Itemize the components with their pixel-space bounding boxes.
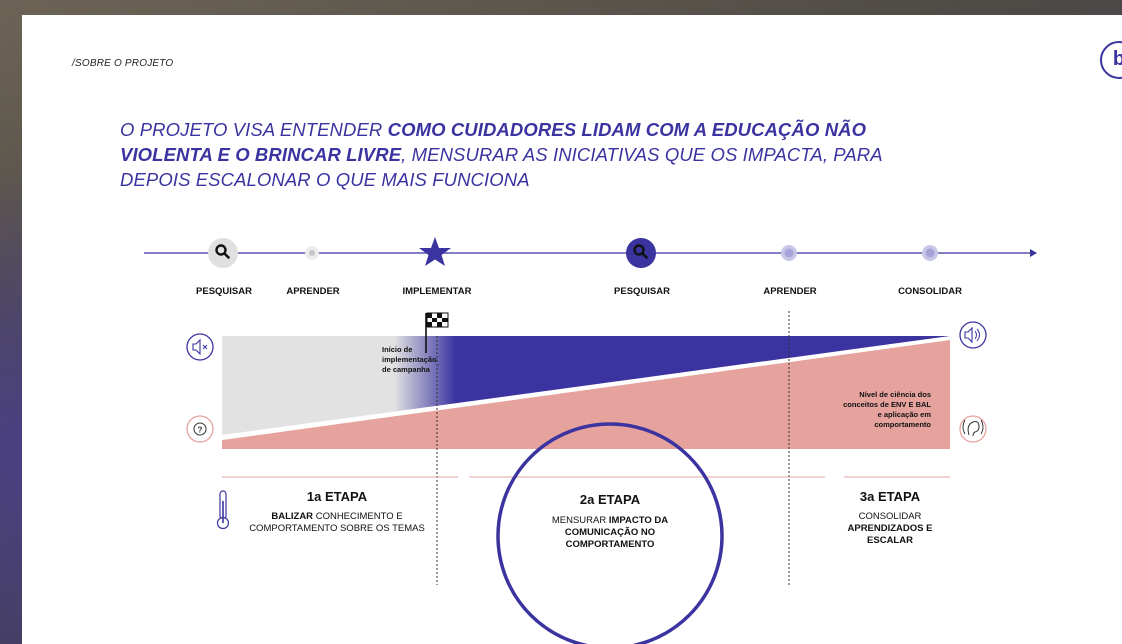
stage-description: BALIZAR CONHECIMENTO E COMPORTAMENTO SOB… — [242, 511, 432, 535]
loud-speaker-icon — [959, 321, 987, 349]
headline-bold: COMO CUIDADORES LIDAM COM A EDUCAÇÃO NÃO… — [120, 119, 867, 165]
campaign-note-line: Início de — [382, 345, 412, 354]
step-marker-aprender-1 — [305, 246, 319, 260]
science-note-line: e aplicação em — [878, 410, 932, 419]
stage-description-text: CONHECIMENTO E COMPORTAMENTO SOBRE OS TE… — [249, 511, 425, 534]
headline-part1: O PROJETO VISA ENTENDER — [120, 119, 388, 140]
star-icon — [419, 237, 451, 266]
band-divider — [222, 336, 950, 440]
search-icon — [633, 244, 648, 259]
stage-description-bold: APRENDIZADOS E ESCALAR — [847, 523, 933, 546]
slide: /SOBRE O PROJETO b O PROJETO VISA ENTEND… — [22, 15, 1122, 644]
ear-icon — [959, 415, 987, 443]
stage-title: 3a ETAPA — [859, 489, 921, 504]
search-icon — [215, 244, 230, 259]
thermometer-icon — [216, 490, 230, 530]
timeline-arrow — [1030, 249, 1037, 257]
checkered-flag-icon — [425, 312, 449, 353]
mute-speaker-icon — [186, 333, 214, 361]
step-label: APRENDER — [286, 286, 339, 297]
science-note-line: conceitos de ENV E BAL — [843, 400, 931, 409]
stage-description-bold: BALIZAR — [271, 511, 314, 522]
step-label: CONSOLIDAR — [898, 286, 962, 297]
stage-description: MENSURAR IMPACTO DA COMUNICAÇÃO NO COMPO… — [520, 515, 700, 551]
science-note-line: Nível de ciência dos — [859, 390, 931, 399]
question-ear-icon: ? — [186, 415, 214, 443]
stage-title: 2a ETAPA — [579, 492, 641, 507]
step-marker-pesquisar-2 — [626, 238, 656, 268]
stage-description-text: MENSURAR — [551, 515, 609, 526]
science-note-line: comportamento — [874, 420, 931, 429]
step-label: IMPLEMENTAR — [403, 286, 472, 297]
step-marker-aprender-2 — [781, 245, 797, 261]
svg-text:?: ? — [198, 426, 203, 435]
step-label: APRENDER — [763, 286, 816, 297]
stage-title: 1a ETAPA — [306, 489, 368, 504]
stage-highlight-circle — [496, 422, 724, 644]
breadcrumb: /SOBRE O PROJETO — [72, 58, 174, 69]
headline: O PROJETO VISA ENTENDER COMO CUIDADORES … — [120, 117, 940, 192]
headline-part2: , MENSURAR AS INICIATIVAS QUE OS IMPACTA… — [120, 144, 883, 190]
step-label: PESQUISAR — [196, 286, 252, 297]
stage-description-text: CONSOLIDAR — [858, 511, 922, 522]
step-label: PESQUISAR — [614, 286, 670, 297]
stage-description: CONSOLIDAR APRENDIZADOS E ESCALAR — [830, 511, 950, 547]
campaign-note-line: implementação — [382, 355, 437, 364]
step-marker-consolidar — [922, 245, 938, 261]
step-marker-pesquisar-1 — [208, 238, 238, 268]
process-diagram: PESQUISAR APRENDER IMPLEMENTAR PESQUISAR… — [144, 237, 1037, 644]
stage-description-bold: IMPACTO DA COMUNICAÇÃO NO COMPORTAMENTO — [564, 515, 669, 550]
campaign-note-line: de campanha — [382, 365, 431, 374]
